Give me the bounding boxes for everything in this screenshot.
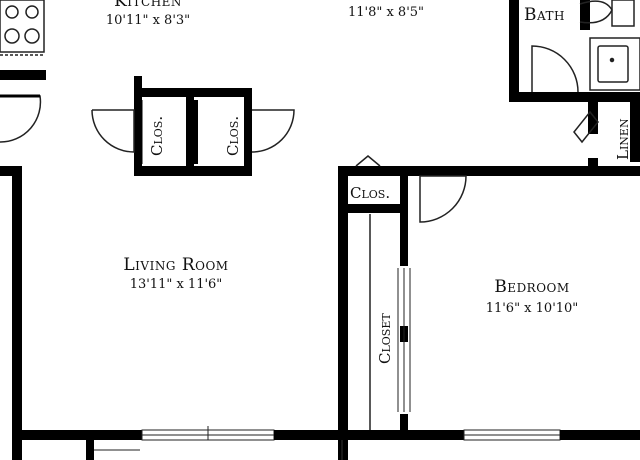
living-room-label: Living Room xyxy=(123,255,228,275)
kitchen-door-swing xyxy=(0,95,42,143)
kitchen-counter-wall xyxy=(0,70,46,80)
kitchen-dims: 10'11" x 8'3" xyxy=(106,13,190,28)
wall-left xyxy=(12,166,22,460)
closet-block-right xyxy=(338,166,411,460)
dining-dims: 11'8" x 8'5" xyxy=(348,5,424,20)
linen-label: Linen xyxy=(614,118,632,160)
sink-icon xyxy=(589,37,640,91)
toilet-icon xyxy=(579,0,635,27)
bedroom-door-swing xyxy=(419,175,467,223)
closet2-label: Clos. xyxy=(224,116,242,156)
bedroom-label: Bedroom xyxy=(494,277,569,297)
bedroom-dims: 11'6" x 10'10" xyxy=(486,301,579,316)
closet1-label: Clos. xyxy=(148,116,166,156)
stove-icon xyxy=(0,0,45,56)
wall-mid-top xyxy=(338,166,640,176)
bath-area xyxy=(509,0,640,170)
living-room-dims: 13'11" x 11'6" xyxy=(130,277,223,292)
bath-door-swing xyxy=(531,45,579,93)
closet3-label: Clos. xyxy=(350,184,390,202)
wall-bottom-left xyxy=(12,430,142,440)
window-living xyxy=(141,426,275,441)
bath-label: Bath xyxy=(524,5,565,25)
wall-top-left xyxy=(0,166,22,176)
window-bedroom xyxy=(463,429,561,441)
closet-long-label: Closet xyxy=(376,313,394,364)
kitchen-label: Kitchen xyxy=(114,0,182,11)
closet-block-left xyxy=(91,76,295,176)
